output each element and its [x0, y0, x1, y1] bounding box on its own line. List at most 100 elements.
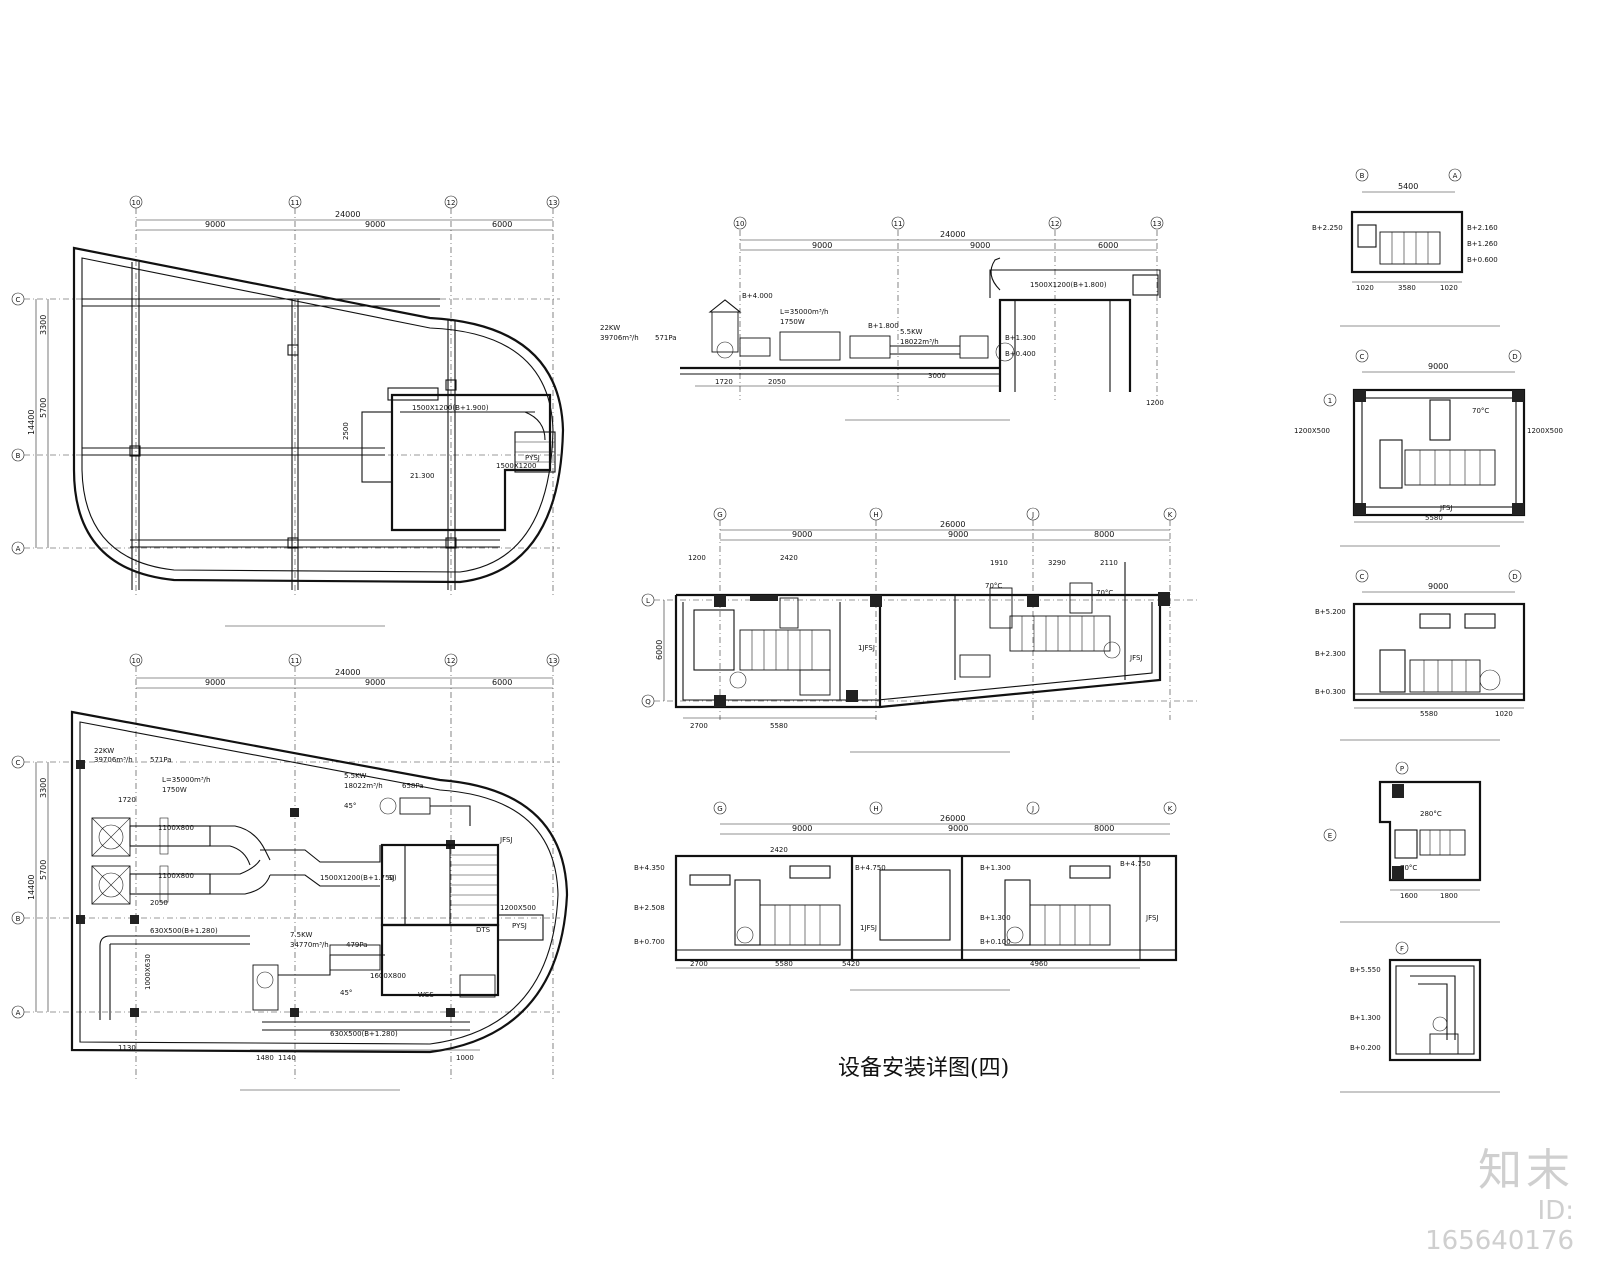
section-3: G H J K 26000 9000 9000 8000 B+4.350 B+2… [634, 801, 1178, 991]
duct-label: 1000X630 [144, 954, 152, 990]
dimension: 8000 [1094, 824, 1114, 833]
axis-label: F [1400, 945, 1404, 953]
axis-label: K [1168, 511, 1173, 519]
dimension: 5700 [39, 860, 48, 880]
duct-label: 1500X1200 [496, 462, 536, 470]
elevation: B+2.300 [1315, 650, 1346, 658]
dimension: 5420 [842, 960, 860, 968]
temp-label: 70°C [1400, 864, 1417, 872]
fan-spec: 7.5KW [290, 931, 312, 939]
detail-3: C D 9000 B+5.200 B+2.300 B+0.300 5580 10… [1315, 569, 1526, 741]
room-label: WSS [418, 991, 434, 999]
dimension: 1800 [1440, 892, 1458, 900]
axis-label: A [16, 545, 21, 553]
detail-1: B A 5400 B+2.250 B+2.160 B+1.260 B+0.600… [1312, 168, 1500, 327]
elevation: B+1.300 [1350, 1014, 1381, 1022]
exhaust-stack [711, 311, 739, 353]
axis-label: G [717, 511, 722, 519]
axis-label: K [1168, 805, 1173, 813]
axis-label: C [1360, 353, 1365, 361]
dimension: 9000 [970, 241, 990, 250]
room-label: JFSJ [1129, 654, 1142, 662]
axis-label: H [873, 805, 878, 813]
dimension: 9000 [1428, 362, 1448, 371]
watermark: 知末 ID: 165640176 [1394, 1145, 1574, 1257]
room-label: PYSJ [525, 454, 540, 462]
axis-label: 13 [1153, 220, 1162, 228]
duct-label: 1200X500 [1294, 427, 1330, 435]
dimension: 26000 [940, 814, 965, 823]
fan-spec: 1750W [162, 786, 187, 794]
dimension: 26000 [940, 520, 965, 529]
dimension: 9000 [365, 678, 385, 687]
fan-spec: 571Pa [150, 756, 172, 764]
elevation: B+4.000 [742, 292, 773, 300]
dimension: 24000 [335, 668, 360, 677]
dimension: 1720 [715, 378, 733, 386]
dimension: 4960 [1030, 960, 1048, 968]
axis-label: 10 [132, 199, 141, 207]
dimension: 1020 [1440, 284, 1458, 292]
fan-spec: 18022m³/h [344, 782, 383, 790]
dimension: 3300 [39, 778, 48, 798]
fan-spec: 22KW [600, 324, 620, 332]
equipment-plan-outline [70, 710, 569, 1054]
dimension: 9000 [792, 530, 812, 539]
angle: 45° [344, 802, 356, 810]
axis-label: B [16, 915, 21, 923]
fan-spec: 22KW [94, 747, 114, 755]
elevation: B+2.250 [1312, 224, 1343, 232]
room-label: PYSJ [512, 922, 527, 930]
elevation: B+0.600 [1467, 256, 1498, 264]
axis-label: 12 [1051, 220, 1060, 228]
dimension: 9000 [948, 530, 968, 539]
dimension: 6000 [655, 640, 664, 660]
elevation: B+5.550 [1350, 966, 1381, 974]
axis-label: 12 [447, 657, 456, 665]
temp-label: 70°C [1096, 589, 1113, 597]
room-label: JFSJ [499, 836, 512, 844]
axis-label: D [1512, 573, 1517, 581]
dimension: 5580 [775, 960, 793, 968]
dimension: 1020 [1356, 284, 1374, 292]
ahu-unit [739, 629, 831, 671]
axis-label: C [16, 759, 21, 767]
fan-unit [252, 964, 279, 1011]
room-label: JFSJ [1145, 914, 1158, 922]
fan-unit [1419, 829, 1466, 856]
elevation: B+1.300 [980, 864, 1011, 872]
watermark-id: ID: 165640176 [1425, 1196, 1574, 1256]
axis-label: C [1360, 573, 1365, 581]
sheet-title: 设备安装详图(四) [838, 1056, 1010, 1081]
dimension: 9000 [948, 824, 968, 833]
dimension: 1720 [118, 796, 136, 804]
temp-label: 70°C [1472, 407, 1489, 415]
dimension: 9000 [792, 824, 812, 833]
dimension: 1600 [1400, 892, 1418, 900]
dimension: 6000 [492, 220, 512, 229]
duct-label: 630X500(B+1.280) [330, 1030, 398, 1038]
room-label: 1JFSJ [858, 644, 875, 652]
dimension: 9000 [365, 220, 385, 229]
dimension: 1480 [256, 1054, 274, 1062]
watermark-logo: 知末 [1478, 1145, 1574, 1196]
axis-label: E [1328, 832, 1332, 840]
elevation: B+1.800 [868, 322, 899, 330]
axis-label: 13 [549, 657, 558, 665]
duct-label: 1200X500 [500, 904, 536, 912]
axis-label: B [16, 452, 21, 460]
dimension: 2420 [780, 554, 798, 562]
axis-label: 11 [894, 220, 903, 228]
axis-label: B [1360, 172, 1365, 180]
dimension: 2420 [770, 846, 788, 854]
dimension: 5580 [1420, 710, 1438, 718]
dimension: 3580 [1398, 284, 1416, 292]
elevation: B+4.750 [855, 864, 886, 872]
dimension: 9000 [1428, 582, 1448, 591]
elevation: 21.300 [410, 472, 435, 480]
dimension: 2110 [1100, 559, 1118, 567]
room-label: JFSJ [1439, 504, 1452, 512]
dimension: 1020 [1495, 710, 1513, 718]
fan-spec: 18022m³/h [900, 338, 939, 346]
